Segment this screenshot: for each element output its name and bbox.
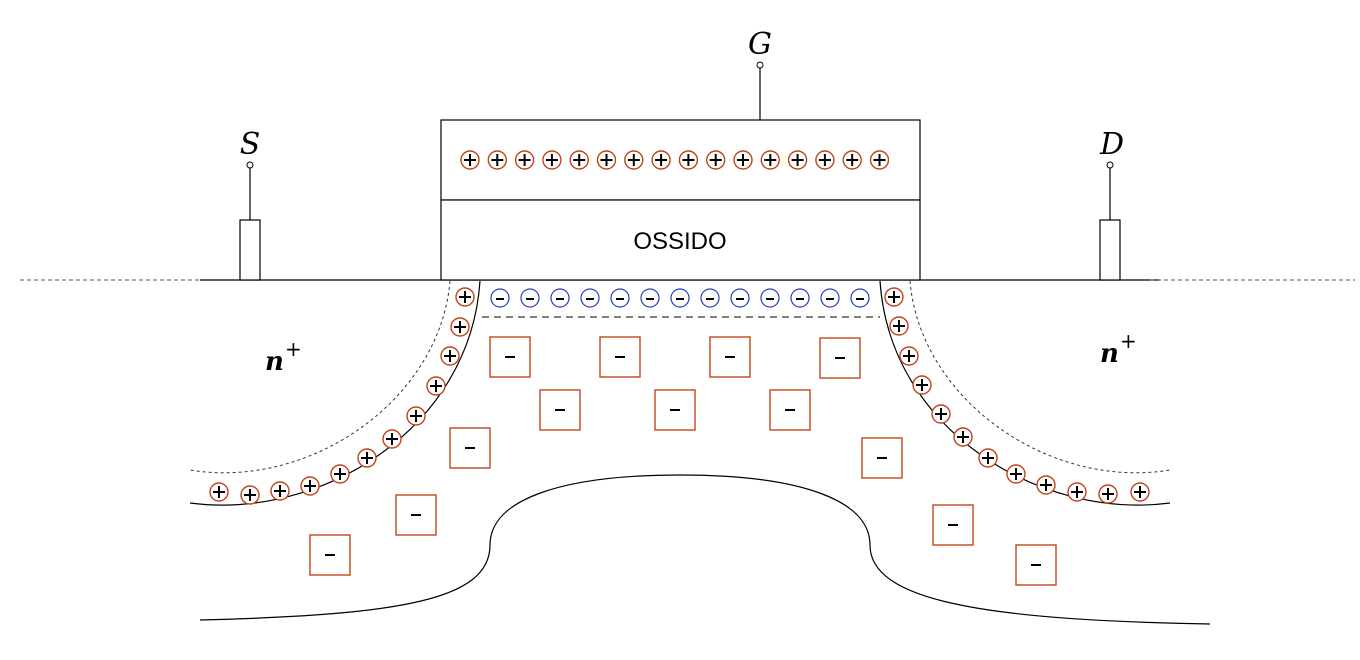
drain-depletion-charge — [1006, 464, 1026, 484]
channel-electron — [820, 288, 840, 308]
acceptor-ion — [932, 504, 974, 546]
channel-electron — [640, 288, 660, 308]
gate-positive-charge — [651, 150, 671, 170]
channel-electron — [550, 288, 570, 308]
gate-positive-charge — [487, 150, 507, 170]
drain-depletion-charge — [899, 346, 919, 366]
channel-electron — [850, 288, 870, 308]
drain-depletion-charge — [953, 427, 973, 447]
source-depletion-charges — [209, 287, 475, 505]
gate-positive-charge — [869, 150, 890, 170]
gate-positive-charge — [569, 150, 589, 170]
source-depletion-charge — [440, 346, 460, 366]
acceptor-ion — [539, 389, 581, 431]
drain-terminal[interactable] — [1106, 161, 1114, 169]
gate-positive-charges — [460, 150, 890, 170]
acceptor-ion — [769, 389, 811, 431]
drain-depletion-charge — [1098, 484, 1118, 504]
acceptor-ion — [709, 336, 751, 378]
channel-electron — [760, 288, 780, 308]
gate-positive-charge — [706, 150, 726, 170]
channel-electron — [580, 288, 600, 308]
channel-electron — [790, 288, 810, 308]
drain-region-superscript: + — [1120, 329, 1137, 353]
acceptor-ion — [395, 494, 437, 536]
drain-contact — [1099, 219, 1121, 281]
source-depletion-charge — [382, 429, 402, 449]
source-region-label: n — [265, 347, 284, 377]
drain-depletion-charges — [884, 287, 1150, 504]
drain-depletion-charge — [889, 316, 909, 336]
source-depletion-charge — [270, 481, 290, 501]
gate-positive-charge — [624, 150, 644, 170]
source-depletion-charge — [300, 476, 320, 496]
channel-electrons — [490, 288, 870, 308]
source-depletion-charge — [240, 485, 260, 505]
gate-positive-charge — [678, 150, 699, 170]
channel-electron — [610, 288, 630, 308]
drain-label: D — [1099, 127, 1124, 162]
source-junction — [189, 280, 481, 506]
channel-electron — [730, 288, 750, 308]
source-depletion-edge — [189, 280, 451, 474]
gate-positive-charge — [842, 150, 862, 170]
channel-electron — [670, 288, 690, 308]
drain-depletion-charge — [1036, 475, 1056, 495]
source-contact — [239, 219, 261, 281]
acceptor-ions — [309, 336, 1057, 586]
acceptor-ion — [309, 534, 351, 576]
drain-depletion-charge — [1130, 482, 1150, 502]
source-depletion-charge — [450, 317, 470, 337]
gate-positive-charge — [596, 150, 617, 170]
source-depletion-charge — [406, 406, 426, 426]
acceptor-ion — [1015, 544, 1057, 586]
drain-depletion-edge — [909, 280, 1171, 474]
drain-region-label: n — [1100, 339, 1119, 369]
channel-electron — [520, 288, 540, 308]
gate-positive-charge — [760, 150, 780, 170]
gate-positive-charge — [460, 150, 480, 170]
gate-positive-charge — [733, 150, 753, 170]
drain-depletion-charge — [912, 375, 932, 395]
acceptor-ion — [819, 337, 861, 379]
oxide-layer — [440, 199, 921, 281]
gate-positive-charge — [787, 150, 808, 170]
gate-label: G — [748, 27, 772, 62]
source-depletion-charge — [357, 448, 377, 468]
acceptor-ion — [861, 437, 903, 479]
source-region-superscript: + — [285, 337, 302, 361]
source-depletion-charge — [455, 287, 475, 307]
source-label: S — [240, 127, 261, 162]
source-depletion-charge — [426, 376, 446, 396]
gate-positive-charge — [542, 150, 562, 170]
acceptor-ion — [489, 336, 531, 378]
source-terminal[interactable] — [246, 161, 254, 169]
source-depletion-charge — [209, 482, 229, 502]
acceptor-ion — [599, 336, 641, 378]
source-depletion-charge — [330, 464, 350, 484]
gate-terminal[interactable] — [756, 61, 764, 69]
acceptor-ion — [449, 427, 491, 469]
channel-electron — [700, 288, 720, 308]
drain-depletion-charge — [931, 404, 951, 424]
oxide-label: OSSIDO — [633, 228, 726, 255]
acceptor-ion — [654, 389, 696, 431]
gate-positive-charge — [514, 150, 535, 170]
drain-depletion-charge — [884, 287, 904, 307]
channel-electron — [490, 288, 510, 308]
drain-depletion-charge — [978, 448, 998, 468]
depletion-region-boundary — [199, 474, 1211, 625]
gate-positive-charge — [815, 150, 835, 170]
drain-depletion-charge — [1067, 482, 1087, 502]
